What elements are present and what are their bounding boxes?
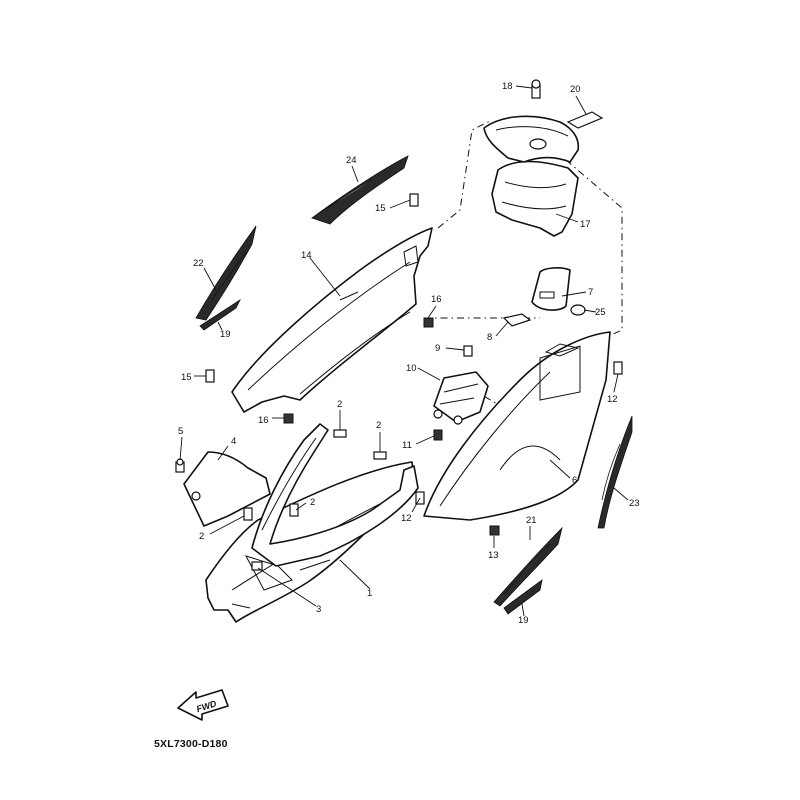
screw-part-15-a[interactable] <box>409 193 419 207</box>
diagram-code: 5XL7300-D180 <box>154 738 228 750</box>
callout-19-b: 19 <box>518 615 529 626</box>
nut-part-16-a[interactable] <box>423 317 434 328</box>
bolt-part-11[interactable] <box>433 429 443 441</box>
callout-17: 17 <box>580 219 591 230</box>
callout-3: 3 <box>316 604 321 615</box>
clip-part-9[interactable] <box>463 345 473 357</box>
clip-part-8[interactable] <box>502 313 532 327</box>
bracket-part-10[interactable] <box>433 371 489 425</box>
callout-14: 14 <box>301 250 312 261</box>
callout-11: 11 <box>402 440 412 451</box>
callout-15-b: 15 <box>181 372 192 383</box>
screw-part-12-a[interactable] <box>613 361 623 375</box>
decal-part-21[interactable] <box>493 526 563 607</box>
screw-part-5[interactable] <box>175 458 185 473</box>
screw-part-2-c[interactable] <box>289 503 299 517</box>
decal-part-23[interactable] <box>597 415 633 529</box>
callout-21: 21 <box>526 515 537 526</box>
fwd-arrow-icon: FWD <box>177 689 229 721</box>
screw-part-2-b[interactable] <box>373 451 387 460</box>
callout-25: 25 <box>595 307 606 318</box>
decal-part-22[interactable] <box>195 225 257 321</box>
callout-8: 8 <box>487 332 492 343</box>
callout-10: 10 <box>406 363 417 374</box>
callout-numbers: 1 2 2 2 2 3 4 5 6 7 8 9 10 11 12 12 13 1… <box>178 81 640 626</box>
nut-part-16-b[interactable] <box>283 413 294 424</box>
floor-board-upper-arch[interactable] <box>251 423 419 567</box>
callout-16-b: 16 <box>258 415 269 426</box>
piece-part-3[interactable] <box>251 561 263 571</box>
callout-9: 9 <box>435 343 440 354</box>
emblem-part-20[interactable] <box>566 111 604 129</box>
screw-part-15-b[interactable] <box>205 369 215 383</box>
callout-1: 1 <box>367 588 372 599</box>
callout-2-b: 2 <box>376 420 381 431</box>
callout-2-a: 2 <box>337 399 342 410</box>
callout-5: 5 <box>178 426 183 437</box>
nut-part-13[interactable] <box>489 525 500 536</box>
decal-part-19-right[interactable] <box>503 579 543 615</box>
right-side-cover[interactable] <box>423 331 611 521</box>
callout-20: 20 <box>570 84 581 95</box>
rear-top-cover[interactable] <box>483 115 580 163</box>
callout-6: 6 <box>572 475 577 486</box>
side-panel-part-4[interactable] <box>183 451 271 527</box>
callout-12-a: 12 <box>607 394 618 405</box>
pad-part-25[interactable] <box>570 304 586 316</box>
rear-cover-lower[interactable] <box>491 160 579 237</box>
cover-plate[interactable] <box>531 267 571 311</box>
callout-2-d: 2 <box>199 531 204 542</box>
callout-12-b: 12 <box>401 513 412 524</box>
left-side-cover[interactable] <box>231 227 433 413</box>
callout-7: 7 <box>588 287 593 298</box>
callout-22: 22 <box>193 258 204 269</box>
screw-part-2-a[interactable] <box>333 429 347 438</box>
callout-18: 18 <box>502 81 513 92</box>
callout-19-a: 19 <box>220 329 231 340</box>
callout-4: 4 <box>231 436 236 447</box>
bolt-part-18[interactable] <box>531 79 541 99</box>
decal-part-24[interactable] <box>311 155 409 225</box>
callout-23: 23 <box>629 498 640 509</box>
leader-lines <box>179 85 629 617</box>
callout-2-c: 2 <box>310 497 315 508</box>
callout-13: 13 <box>488 550 499 561</box>
callout-15-a: 15 <box>375 203 386 214</box>
callout-24: 24 <box>346 155 357 166</box>
callout-16-a: 16 <box>431 294 442 305</box>
decal-part-19-left[interactable] <box>199 298 242 331</box>
screw-part-2-d[interactable] <box>243 507 253 521</box>
